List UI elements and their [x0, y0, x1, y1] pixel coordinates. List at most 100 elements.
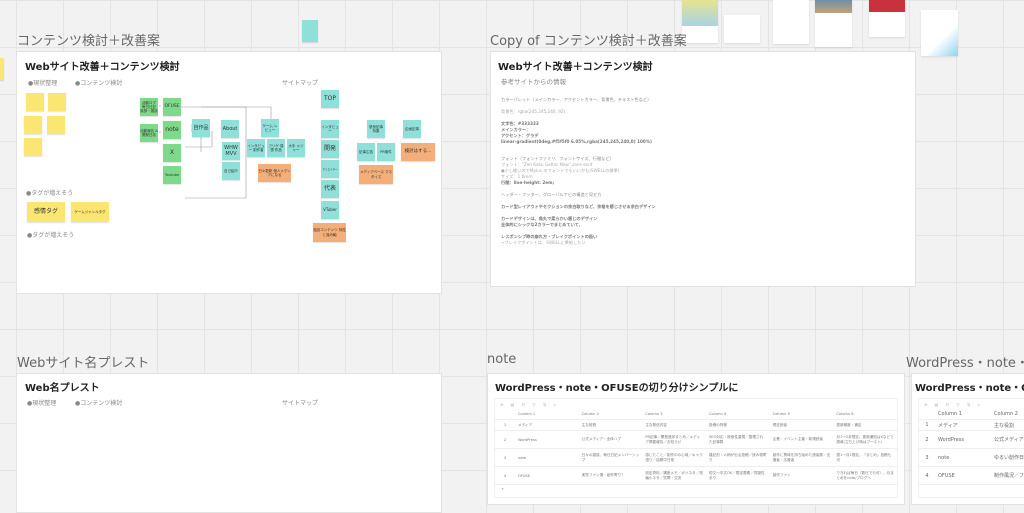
- sticky-note[interactable]: 感情タグ: [27, 202, 65, 222]
- sticky-note[interactable]: [24, 138, 42, 156]
- table-row[interactable]: 3 note 日々の雑感、毎日日記メンバーシップ感じたこと／制作中の心境／キャラ語り…: [495, 449, 897, 467]
- table-cell[interactable]: 感じたこと／制作中の心境／キャラ語り／話題中日常: [645, 452, 703, 462]
- reference-thumbnail[interactable]: [921, 10, 958, 56]
- sticky-note[interactable]: VTuber: [321, 201, 339, 219]
- sticky-note[interactable]: 活動報告 & 開発日誌: [140, 124, 158, 142]
- sticky-note[interactable]: 優良記事 特集: [367, 120, 385, 138]
- column-header[interactable]: Column 3: [645, 412, 663, 416]
- table-cell[interactable]: 企業・イベント主催・新規読者: [772, 437, 823, 441]
- column-header[interactable]: Column 1: [938, 411, 962, 417]
- table-cell[interactable]: 2: [925, 436, 929, 443]
- table-cell[interactable]: WordPress: [938, 436, 965, 443]
- table-toolbar[interactable]: ⟲ ▤ ☷ ▽ ⇅ ⌕: [924, 402, 983, 407]
- table-cell[interactable]: 日々の雑感、毎日日記メンバーシップ: [581, 452, 640, 462]
- table-toolbar[interactable]: ⟲ ▤ ☷ ▽ ⇅ ⌕: [500, 402, 559, 407]
- table-cell[interactable]: 更新頻度・補足: [836, 422, 862, 427]
- sticky-note[interactable]: [24, 116, 42, 134]
- table-cell[interactable]: 公式メディア・全体ハブ: [581, 437, 621, 441]
- sticky-note[interactable]: 自作品: [192, 119, 210, 137]
- table-cell[interactable]: WordPress: [518, 437, 537, 442]
- table-cell[interactable]: ゆるい創作日: [994, 455, 1024, 461]
- table-cell[interactable]: 想定読者: [772, 422, 788, 427]
- table-cell[interactable]: 主な役割: [581, 422, 597, 427]
- table-row[interactable]: 2 WordPress 公式メディア・: [919, 431, 1024, 449]
- reference-thumbnail[interactable]: [815, 0, 852, 47]
- sticky-note[interactable]: [48, 93, 66, 111]
- frame-wordpress-note[interactable]: WordPress・note・OFUS ⟲ ▤ ☷ ▽ ⇅ ⌕ Column 1…: [911, 373, 1024, 505]
- table-cell[interactable]: 短文〜中文OK／限定要素／質疑性あり: [709, 470, 765, 480]
- sticky-note[interactable]: About: [221, 120, 239, 138]
- sticky-note[interactable]: フリゲ 感想 作品: [267, 139, 285, 157]
- table-cell[interactable]: 実質ファン場・創作寄り？: [581, 473, 625, 477]
- table-cell[interactable]: 3: [503, 455, 507, 460]
- sticky-note[interactable]: 開発: [321, 140, 339, 158]
- frame-title[interactable]: Copy of コンテンツ検討＋改善案: [490, 34, 687, 49]
- reference-thumbnail[interactable]: [773, 0, 809, 44]
- sticky-note[interactable]: 自己紹介: [222, 162, 240, 180]
- table-cell[interactable]: メディア: [938, 422, 958, 429]
- table-cell[interactable]: 月1〜2本想定、更新通知はXなどで誘導(立ち上げ時はブースト): [836, 434, 894, 444]
- column-header[interactable]: Column 1: [518, 412, 536, 416]
- stray-sticky[interactable]: [302, 20, 318, 42]
- table-cell[interactable]: 投稿の特徴: [709, 422, 727, 427]
- reference-thumbnail[interactable]: [869, 0, 905, 37]
- table-cell[interactable]: OFUSE: [518, 473, 531, 478]
- frame-note[interactable]: WordPress・note・OFUSEの切り分けシンプルに ⟲ ▤ ☷ ▽ ⇅…: [487, 373, 905, 505]
- sticky-note[interactable]: [26, 93, 44, 111]
- table-row[interactable]: 4 OFUSE 実質ファン場・創作寄り？ 設定資料／講座メモ／ボツネタ／短編小ネタ／質…: [495, 467, 897, 485]
- column-header[interactable]: Column 2: [994, 411, 1018, 417]
- table-cell[interactable]: PR記事／開発進捗まとめ／メディア掲載報告／お知らせ: [645, 434, 701, 444]
- column-header[interactable]: Column 6: [836, 412, 854, 416]
- table-cell[interactable]: 主な発信内容: [645, 422, 667, 427]
- table-cell[interactable]: 設定資料／講座メモ／ボツネタ／短編小ネタ／質問・交流: [645, 470, 703, 480]
- frame-title[interactable]: コンテンツ検討＋改善案: [17, 34, 161, 49]
- sticky-note[interactable]: TOP: [321, 90, 339, 108]
- frame-title[interactable]: note: [487, 352, 517, 367]
- table-cell[interactable]: OFUSE: [938, 472, 955, 479]
- frame-title[interactable]: WordPress・note・O: [906, 356, 1024, 371]
- stray-sticky[interactable]: [0, 58, 4, 80]
- table-cell[interactable]: 週1〜月1想定、「まとめ」投稿も可: [836, 452, 892, 462]
- frame-site-name-brainstorm[interactable]: Web名プレスト ●現状整理 ●コンテンツ検討 サイトマップ: [16, 373, 442, 513]
- sticky-note[interactable]: 活動ログ 毎日日記 挨拶・雑談: [140, 98, 158, 116]
- sticky-note[interactable]: 代表: [321, 180, 339, 198]
- sticky-note[interactable]: X: [163, 144, 181, 162]
- table-cell[interactable]: 1: [503, 423, 507, 427]
- sticky-note[interactable]: PR案件: [377, 143, 395, 161]
- table-cell[interactable]: できれば毎日（数行でも可）、月まとめをnote/ブログへ: [836, 470, 894, 480]
- frame-copy-content-review[interactable]: Webサイト改善＋コンテンツ検討 参考サイトからの情報 カラーパレット（メインカ…: [490, 51, 916, 287]
- sticky-note[interactable]: [47, 116, 65, 134]
- table-row[interactable]: 1 メディア 主な役割 主な発信内容 投稿の特徴 想定読者 更新頻度・補足: [495, 420, 897, 431]
- table-cell[interactable]: 4: [503, 473, 507, 478]
- table-row[interactable]: 3 note ゆるい創作日: [919, 449, 1024, 467]
- table-cell[interactable]: メディア: [518, 422, 533, 427]
- sticky-note[interactable]: note: [163, 121, 181, 139]
- table-cell[interactable]: 4: [925, 472, 929, 479]
- sticky-note[interactable]: メディアベース マネタイズ: [359, 165, 393, 184]
- sticky-note[interactable]: 日々更新 個人メディアになる: [258, 164, 291, 182]
- column-header[interactable]: Column 2: [581, 412, 599, 416]
- table-cell[interactable]: note: [518, 455, 527, 460]
- table-cell[interactable]: SEO対応・検索性重視／整理された記事群: [709, 434, 764, 444]
- sticky-note[interactable]: 検討はする...: [401, 143, 435, 161]
- frame-title[interactable]: Webサイト名プレスト: [17, 356, 150, 371]
- sticky-note[interactable]: ゲームジャンルタグ: [71, 202, 109, 222]
- table-cell[interactable]: 雑記的・人柄が出る投稿／読み物寄り: [709, 452, 767, 462]
- sticky-note[interactable]: 大手 メジャー: [287, 139, 305, 157]
- table-cell[interactable]: 主な役割: [994, 422, 1015, 429]
- sticky-note[interactable]: OFUSE: [163, 98, 181, 116]
- table-cell[interactable]: note: [938, 454, 950, 461]
- frame-content-review[interactable]: Webサイト改善＋コンテンツ検討 ●現状整理 ●コンテンツ検討 サイトマップ ●…: [16, 51, 442, 294]
- sticky-note[interactable]: ゲーム レビュー: [261, 119, 279, 137]
- data-table[interactable]: ⟲ ▤ ☷ ▽ ⇅ ⌕ Column 1 Column 2 Column 3 C…: [494, 398, 898, 498]
- sticky-note[interactable]: クリエイター: [321, 160, 339, 178]
- sticky-note[interactable]: 企画記事: [403, 120, 421, 138]
- sticky-note[interactable]: インタビュー: [321, 120, 339, 138]
- sticky-note[interactable]: Youtube: [163, 166, 181, 184]
- table-cell[interactable]: 創作に興味を持ち始めた読者層・支援者・応援者: [772, 452, 831, 462]
- table-cell[interactable]: 公式メディア・: [994, 437, 1024, 443]
- table-cell[interactable]: 2: [503, 437, 507, 442]
- table-cell[interactable]: 3: [925, 454, 929, 461]
